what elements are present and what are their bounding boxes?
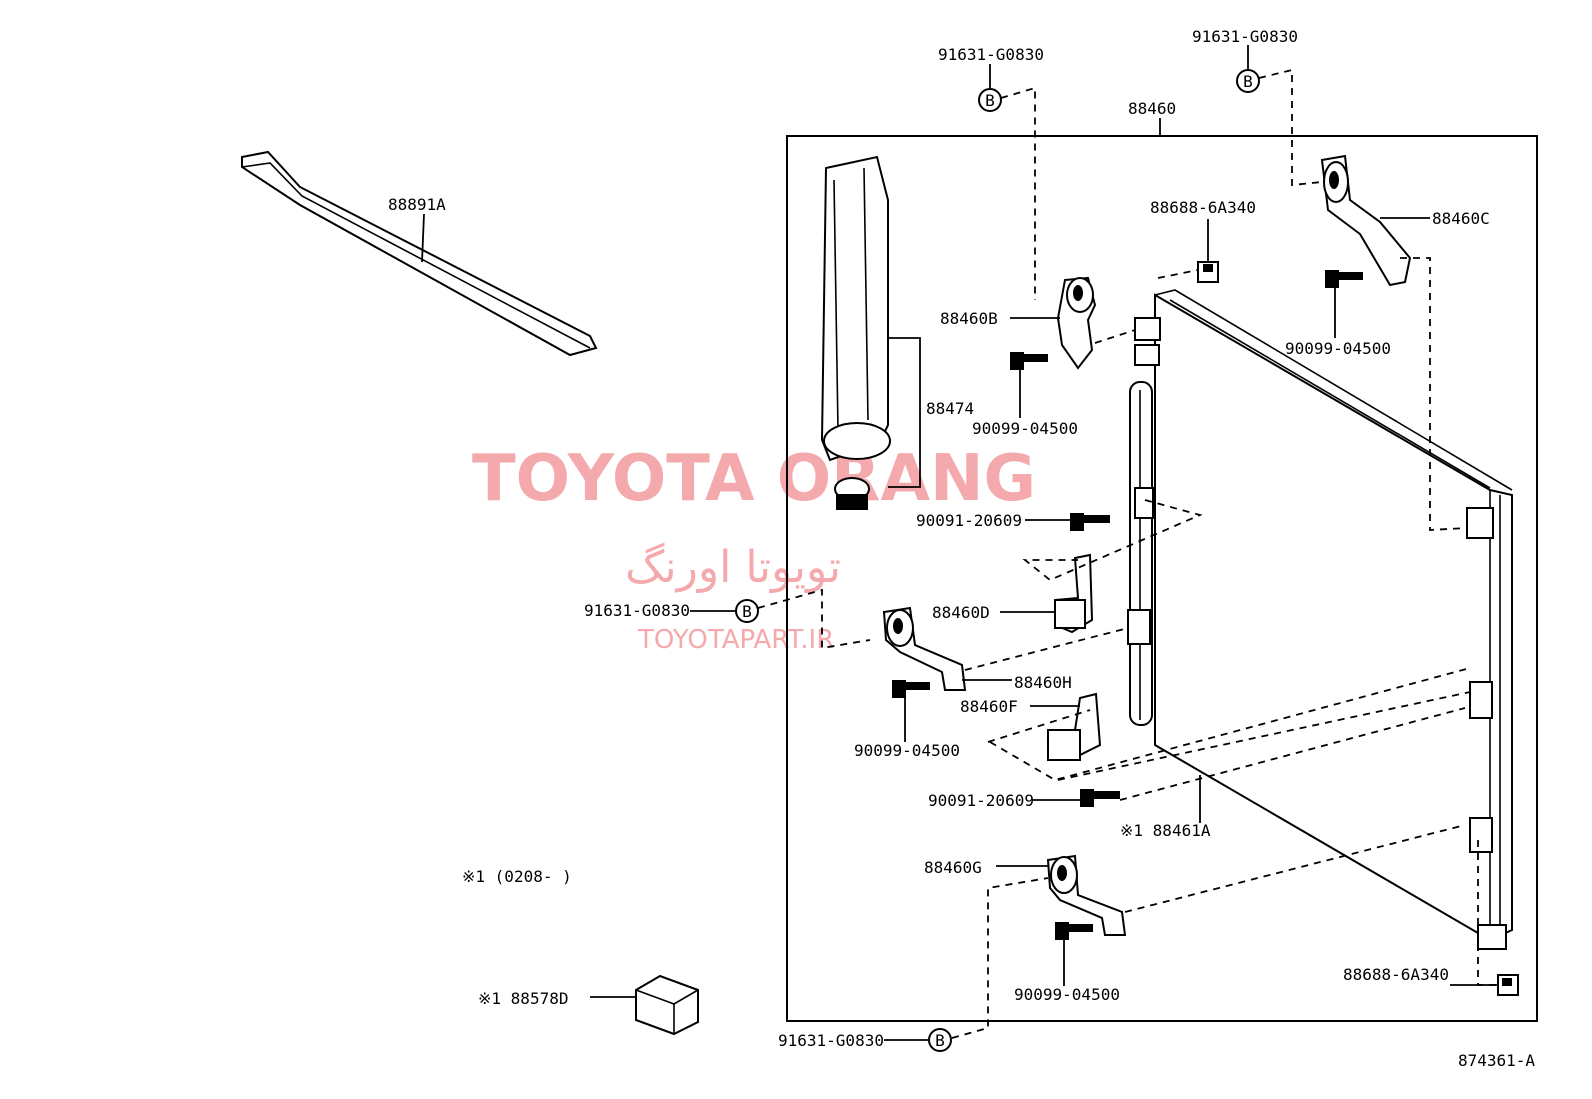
part-88688-clip-bottom[interactable]	[1497, 974, 1519, 996]
part-88460H-bracket[interactable]	[882, 606, 967, 691]
part-88891A-strip[interactable]	[241, 150, 598, 357]
part-88461A-condenser[interactable]	[1127, 289, 1513, 950]
label-88460: 88460	[1128, 99, 1176, 118]
part-88474-receiver[interactable]	[820, 155, 891, 510]
label-91631-mid: 91631-G0830	[584, 601, 690, 620]
label-88891A: 88891A	[388, 195, 446, 214]
svg-text:B: B	[742, 602, 752, 621]
part-88460B-bracket[interactable]	[1056, 276, 1097, 370]
bolt-90099-upper[interactable]	[1010, 352, 1048, 370]
part-88578D-pad[interactable]	[635, 974, 699, 1036]
label-91631-top-right: 91631-G0830	[1192, 27, 1298, 46]
part-88460C-bracket[interactable]	[1320, 154, 1412, 287]
watermark-url: TOYOTAPART.IR	[637, 625, 834, 655]
watermark-persian: تویوتا اورنگ	[625, 542, 841, 593]
marker-b-top-left: B	[978, 88, 1002, 112]
label-88460C: 88460C	[1432, 209, 1490, 228]
bolt-90099-mid[interactable]	[892, 680, 930, 698]
bolt-90091-upper[interactable]	[1070, 513, 1110, 531]
label-88461A: ※1 88461A	[1120, 821, 1211, 840]
label-91631-bottom: 91631-G0830	[778, 1031, 884, 1050]
svg-text:B: B	[935, 1031, 945, 1050]
svg-text:B: B	[1243, 72, 1253, 91]
bolt-90091-lower[interactable]	[1080, 789, 1120, 807]
label-88688-top: 88688-6A340	[1150, 198, 1256, 217]
label-90091-upper: 90091-20609	[916, 511, 1022, 530]
leader-88891A	[421, 213, 425, 263]
diagram-code: 874361-A	[1458, 1051, 1535, 1070]
bolt-90099-lower[interactable]	[1055, 922, 1093, 940]
marker-b-top-right: B	[1236, 69, 1260, 93]
note-date-range: ※1 (0208- )	[462, 867, 572, 886]
dashed-assembly-lines	[757, 68, 1498, 1039]
part-88460D-bracket[interactable]	[1054, 553, 1094, 634]
part-88460F-bracket[interactable]	[1046, 692, 1102, 762]
label-88474: 88474	[926, 399, 974, 418]
label-90091-lower: 90091-20609	[928, 791, 1034, 810]
marker-b-bottom: B	[928, 1028, 952, 1052]
label-90099-lower: 90099-04500	[1014, 985, 1120, 1004]
leader-88474	[888, 337, 921, 488]
part-88688-clip-top[interactable]	[1197, 261, 1219, 283]
bolt-90099-right[interactable]	[1325, 270, 1363, 288]
label-90099-mid: 90099-04500	[854, 741, 960, 760]
label-88460F: 88460F	[960, 697, 1018, 716]
label-88460B: 88460B	[940, 309, 998, 328]
svg-text:B: B	[985, 91, 995, 110]
label-90099-right: 90099-04500	[1285, 339, 1391, 358]
label-88578D: ※1 88578D	[478, 989, 568, 1008]
label-91631-top-left: 91631-G0830	[938, 45, 1044, 64]
label-88460G: 88460G	[924, 858, 982, 877]
label-88460D: 88460D	[932, 603, 990, 622]
label-88460H: 88460H	[1014, 673, 1072, 692]
watermark-title: TOYOTA ORANG	[472, 442, 1036, 516]
marker-b-mid: B	[735, 599, 759, 623]
assembly-frame	[786, 135, 1538, 1022]
label-88688-bottom: 88688-6A340	[1343, 965, 1449, 984]
part-88460G-bracket[interactable]	[1046, 854, 1127, 936]
label-90099-upper: 90099-04500	[972, 419, 1078, 438]
